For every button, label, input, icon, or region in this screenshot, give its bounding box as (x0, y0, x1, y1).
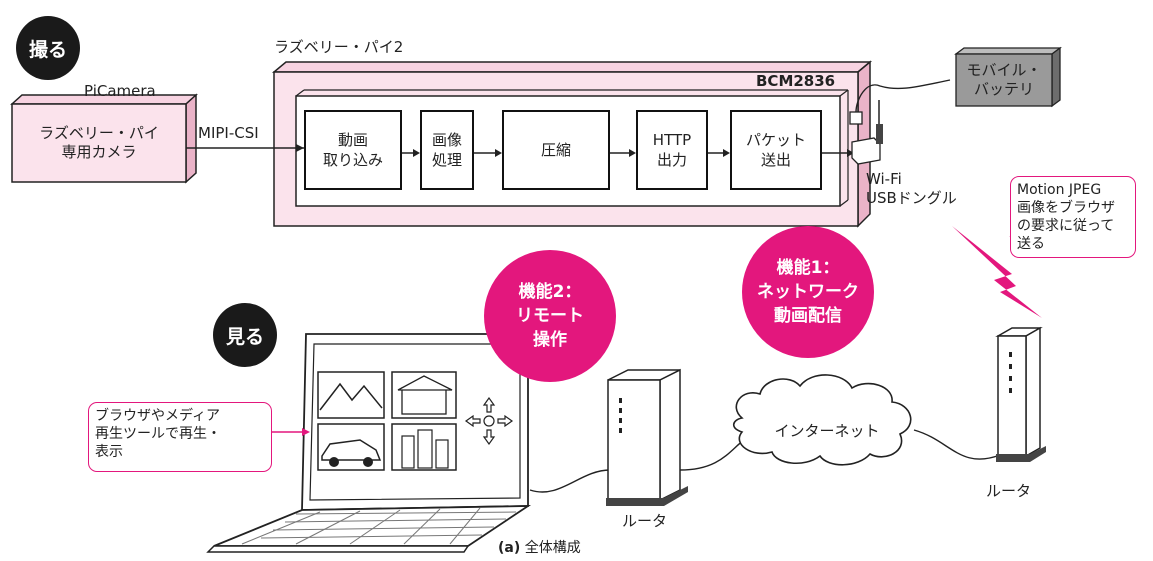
soc-label: BCM2836 (756, 72, 836, 90)
battery-label: モバイル・ バッテリ (966, 61, 1042, 98)
caption-text: 全体構成 (524, 540, 581, 556)
stage-image-processing: 画像 処理 (420, 110, 474, 190)
feature1-bubble: 機能1： ネットワーク 動画配信 (742, 226, 874, 358)
camera-box (10, 93, 198, 184)
badge-view: 見る (213, 303, 277, 367)
wifi-label: Wi-Fi USBドングル (866, 170, 957, 207)
figure-caption: (a) 全体構成 (498, 539, 581, 558)
camera-label: ラズベリー・パイ 専用カメラ (39, 124, 159, 161)
internet-label: インターネット (774, 422, 880, 440)
interface-label: MIPI-CSI (198, 124, 259, 142)
battery-box (954, 46, 1062, 108)
camera-title: PiCamera (84, 82, 156, 100)
wifi-dongle (849, 100, 883, 165)
mjpeg-callout: Motion JPEG 画像をブラウザ の要求に従って 送る (1010, 176, 1136, 258)
screen-thumbnails (317, 371, 457, 471)
raspi-title: ラズベリー・パイ2 (274, 38, 404, 56)
feature2-bubble: 機能2： リモート 操作 (484, 250, 616, 382)
stage-http-output: HTTP 出力 (636, 110, 708, 190)
caption-letter: (a) (498, 540, 521, 556)
router-1 (606, 368, 688, 506)
stage-compression: 圧縮 (502, 110, 610, 190)
router-label-1: ルータ (622, 512, 668, 530)
stage-capture: 動画 取り込み (304, 110, 402, 190)
internet-cloud (732, 374, 912, 466)
direction-pad-icon (464, 396, 514, 446)
browser-callout: ブラウザやメディア 再生ツールで再生・ 表示 (88, 402, 272, 472)
stage-packet-send: パケット 送出 (730, 110, 822, 190)
router-label-2: ルータ (986, 482, 1032, 500)
badge-take: 撮る (16, 16, 80, 80)
router-2 (995, 326, 1046, 462)
